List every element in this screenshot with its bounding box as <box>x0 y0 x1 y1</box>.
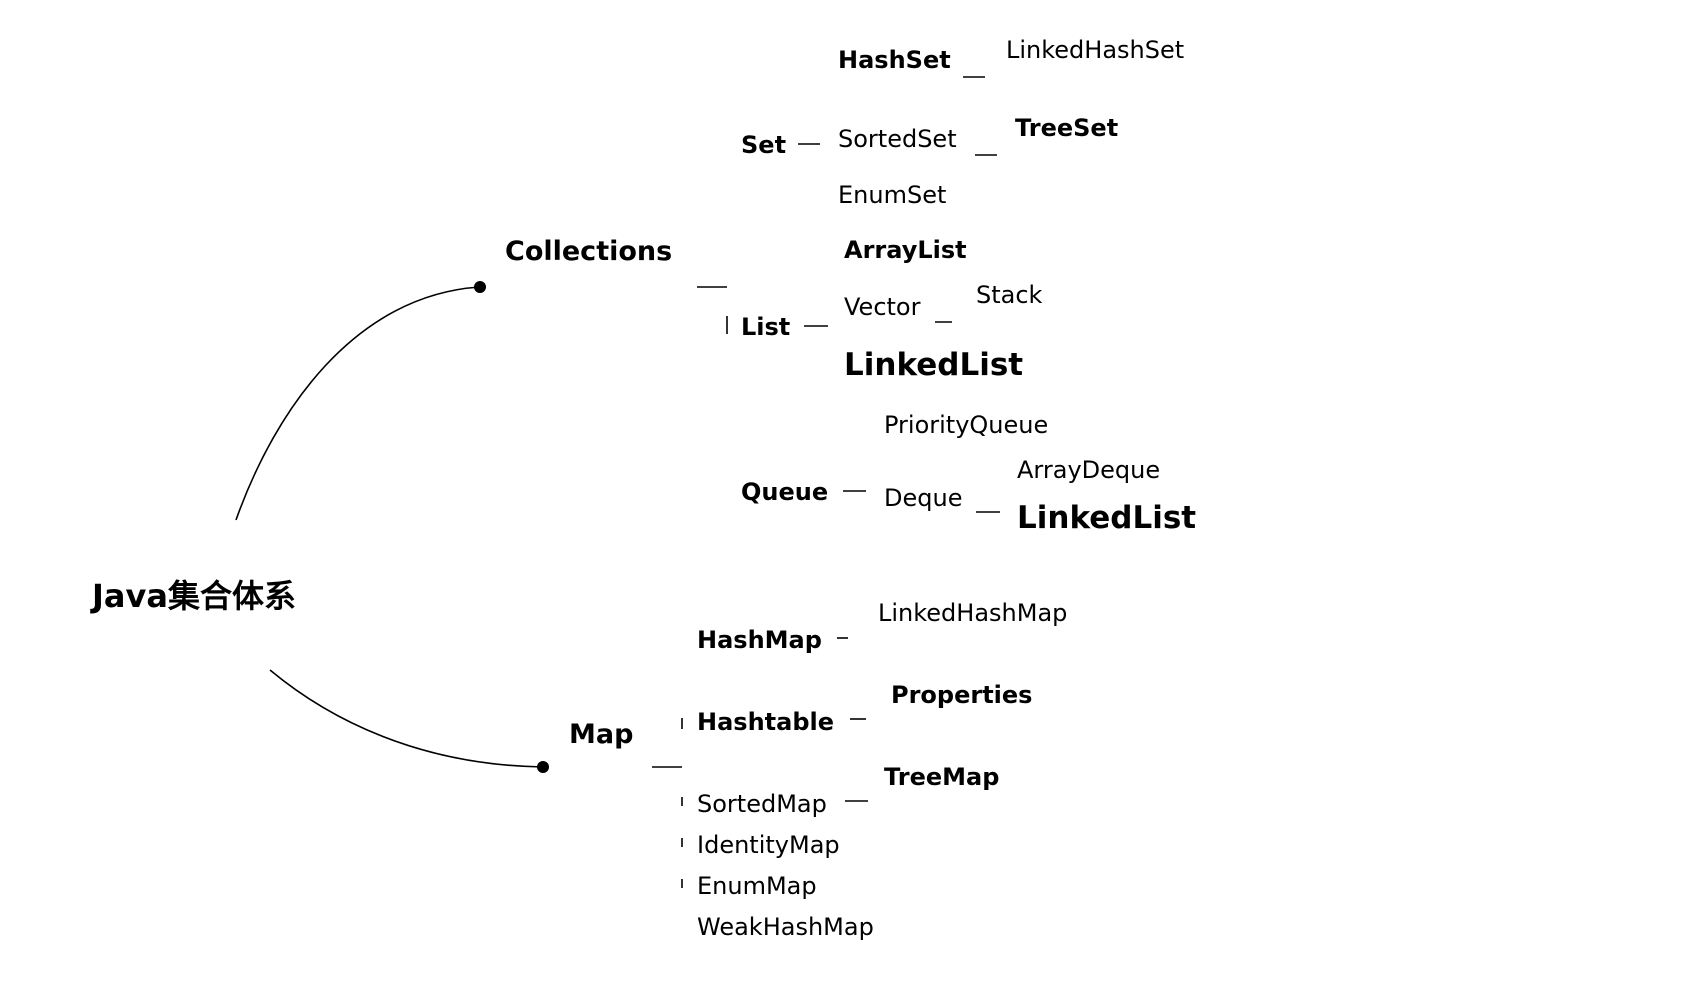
dash-connectors <box>652 76 1000 888</box>
edge-root-map <box>269 669 544 768</box>
identitymap-node-label: IdentityMap <box>697 831 840 859</box>
sortedmap-node-label: SortedMap <box>697 790 827 818</box>
weakhashmap-node-label: WeakHashMap <box>697 913 874 941</box>
priorityqueue-node-label: PriorityQueue <box>884 411 1049 439</box>
map-node-label: Map <box>569 719 634 750</box>
linkedhashmap-node-label: LinkedHashMap <box>878 599 1068 627</box>
queue-node-label: Queue <box>741 478 829 506</box>
vector-node-label: Vector <box>844 293 921 321</box>
node-dot-collections <box>474 281 486 293</box>
treeset-node-label: TreeSet <box>1015 114 1119 142</box>
hashset-node-label: HashSet <box>838 46 951 74</box>
sortedset-node-label: SortedSet <box>838 125 957 153</box>
edge-root-collections <box>235 286 481 521</box>
list-node-label: List <box>741 313 791 341</box>
enummap-node-label: EnumMap <box>697 872 817 900</box>
node-dot-map <box>537 761 549 773</box>
linkedlist-node-label: LinkedList <box>844 347 1024 383</box>
enumset-node-label: EnumSet <box>838 181 947 209</box>
deque-linkedlist-node-label: LinkedList <box>1017 500 1197 536</box>
set-node-label: Set <box>741 131 787 159</box>
arraylist-node-label: ArrayList <box>844 236 967 264</box>
treemap-node-label: TreeMap <box>884 763 1000 791</box>
hashtable-node-label: Hashtable <box>697 708 835 736</box>
stack-node-label: Stack <box>976 281 1043 309</box>
deque-node-label: Deque <box>884 484 963 512</box>
collections-node-label: Collections <box>505 236 673 267</box>
root-node-label: Java集合体系 <box>92 577 296 615</box>
hashmap-node-label: HashMap <box>697 626 822 654</box>
arraydeque-node-label: ArrayDeque <box>1017 456 1161 484</box>
linkedhashset-node-label: LinkedHashSet <box>1006 36 1185 64</box>
properties-node-label: Properties <box>891 681 1033 709</box>
